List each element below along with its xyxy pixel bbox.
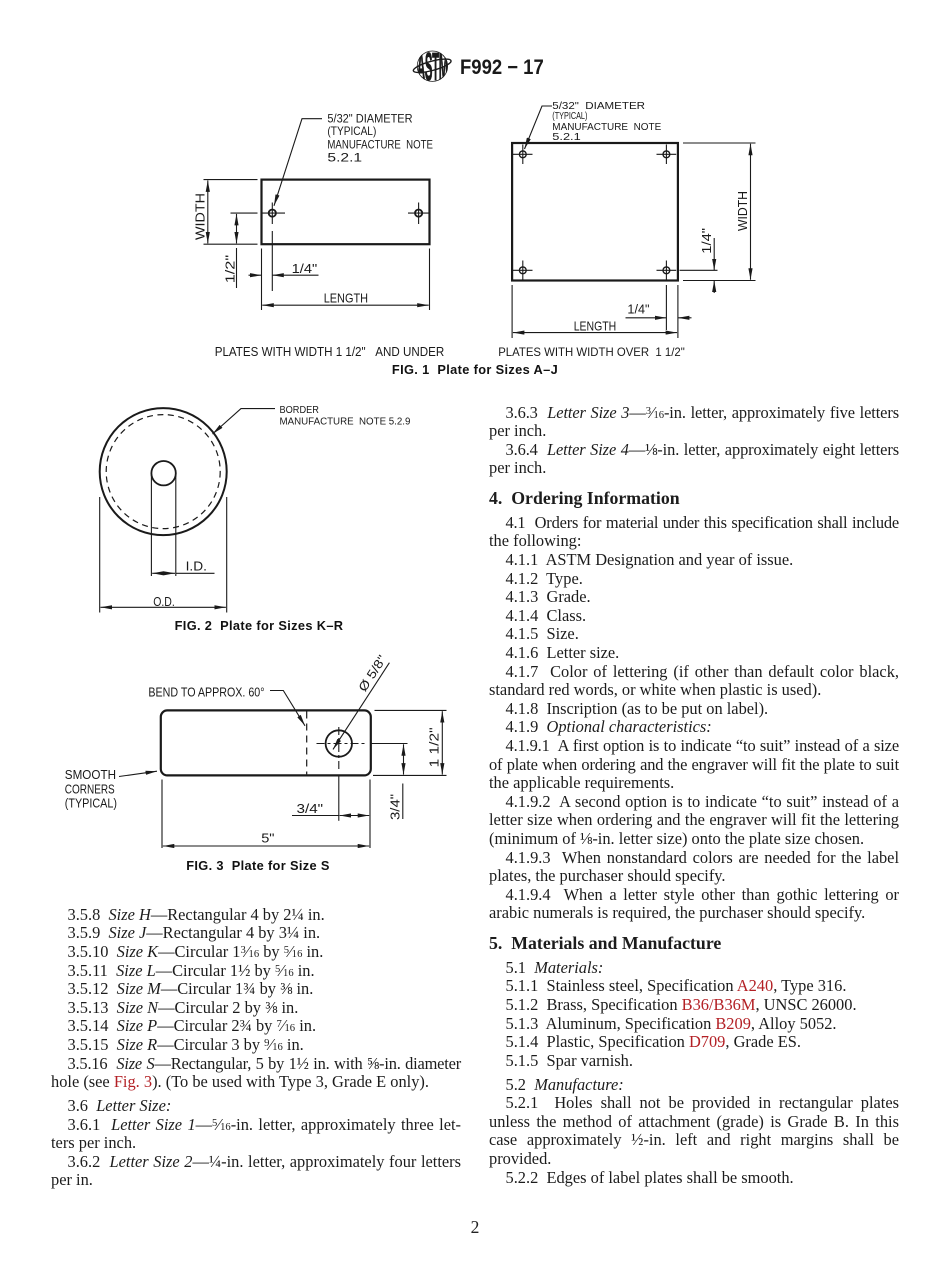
svg-text:MANUFACTURE NOTE: MANUFACTURE NOTE: [327, 138, 433, 151]
svg-text:(TYPICAL): (TYPICAL): [327, 125, 376, 138]
svg-text:O.D.: O.D.: [153, 596, 175, 609]
svg-text:LENGTH: LENGTH: [574, 318, 617, 333]
svg-text:(TYPICAL): (TYPICAL): [65, 796, 117, 811]
svg-text:PLATES WITH WIDTH 1 1/2" AND: PLATES WITH WIDTH 1 1/2" AND UNDER: [215, 345, 445, 360]
svg-text:BORDER: BORDER: [280, 405, 320, 416]
svg-text:5.2.1: 5.2.1: [327, 150, 362, 164]
svg-text:5/32" DIAMETER: 5/32" DIAMETER: [327, 112, 412, 126]
svg-text:1/4": 1/4": [292, 261, 318, 276]
svg-text:BEND TO APPROX. 60°: BEND TO APPROX. 60°: [148, 684, 264, 699]
svg-text:PLATES WITH WIDTH OVER 1 1/2": PLATES WITH WIDTH OVER 1 1/2": [498, 347, 685, 359]
svg-text:CORNERS: CORNERS: [65, 783, 115, 796]
svg-text:LENGTH: LENGTH: [324, 290, 368, 305]
svg-text:5/32" DIAMETER: 5/32" DIAMETER: [552, 100, 645, 111]
svg-text:I.D.: I.D.: [186, 559, 207, 573]
svg-text:5": 5": [261, 831, 274, 845]
svg-text:3/4": 3/4": [297, 802, 324, 817]
svg-text:WIDTH: WIDTH: [736, 191, 750, 231]
svg-text:(TYPICAL): (TYPICAL): [552, 110, 587, 122]
svg-text:1/4": 1/4": [627, 301, 650, 316]
svg-text:1 1/2": 1 1/2": [428, 727, 443, 767]
svg-text:SMOOTH: SMOOTH: [65, 767, 116, 782]
svg-text:MANUFACTURE NOTE: MANUFACTURE NOTE: [552, 122, 661, 133]
svg-text:ASTM: ASTM: [417, 45, 448, 89]
svg-text:WIDTH: WIDTH: [193, 193, 207, 240]
svg-text:5.2.1: 5.2.1: [552, 131, 580, 143]
svg-text:1/2": 1/2": [224, 255, 238, 283]
svg-text:MANUFACTURE NOTE 5.2.9: MANUFACTURE NOTE 5.2.9: [280, 416, 411, 427]
svg-text:1/4": 1/4": [699, 228, 714, 254]
svg-text:3/4": 3/4": [387, 794, 402, 820]
